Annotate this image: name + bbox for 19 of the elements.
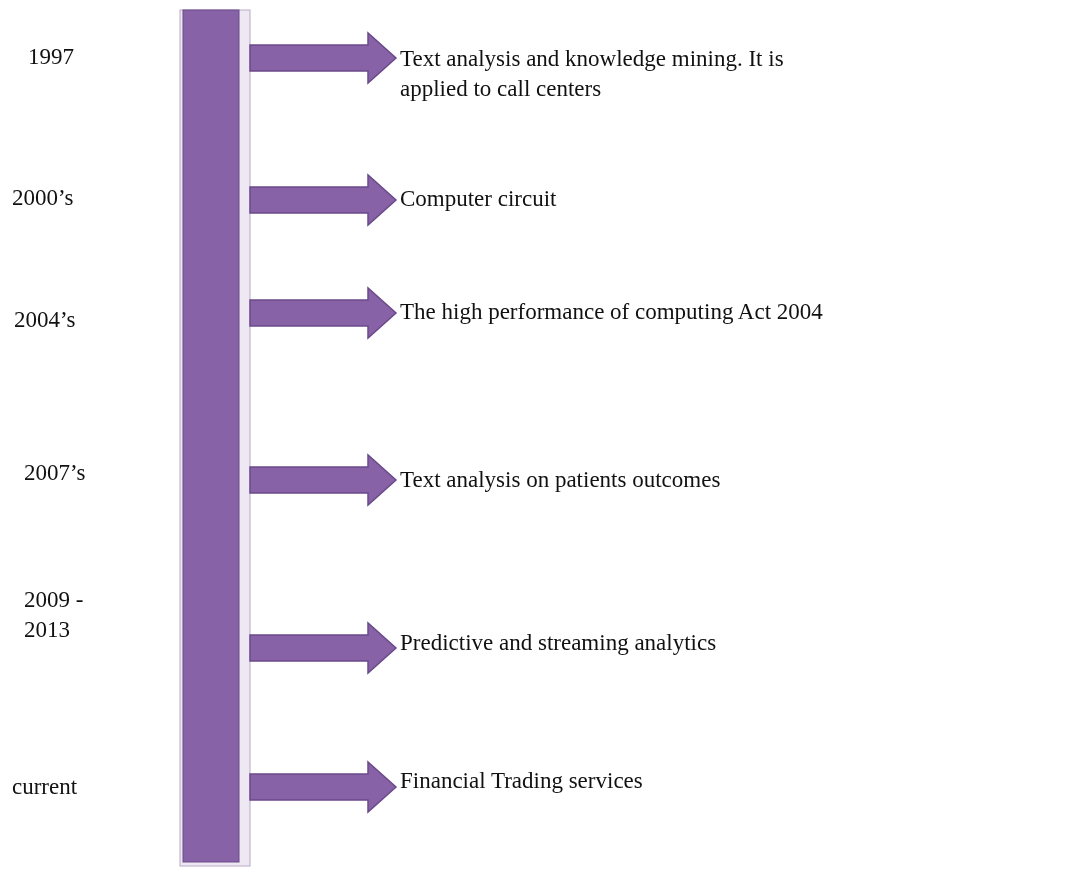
- milestone-text: The high performance of computing Act 2004: [400, 297, 823, 327]
- arrow: [249, 453, 398, 507]
- year-label: 2007’s: [24, 459, 87, 487]
- arrow: [249, 286, 398, 340]
- year-label: 1997: [28, 43, 75, 71]
- timeline-bar: [179, 9, 251, 867]
- milestone-text: Predictive and streaming analytics: [400, 628, 717, 658]
- milestone-text: Computer circuit: [400, 184, 557, 214]
- arrow: [249, 173, 398, 227]
- year-label: current: [12, 773, 79, 801]
- arrow: [249, 621, 398, 675]
- year-label: 2009 - 2013: [24, 586, 85, 644]
- milestone-text: Financial Trading services: [400, 766, 643, 796]
- milestone-text: Text analysis on patients outcomes: [400, 465, 721, 495]
- arrow: [249, 31, 398, 85]
- milestone-text: Text analysis and knowledge mining. It is applied to call centers: [400, 44, 850, 104]
- year-label: 2000’s: [12, 184, 75, 212]
- arrow: [249, 760, 398, 814]
- year-label: 2004’s: [14, 306, 77, 334]
